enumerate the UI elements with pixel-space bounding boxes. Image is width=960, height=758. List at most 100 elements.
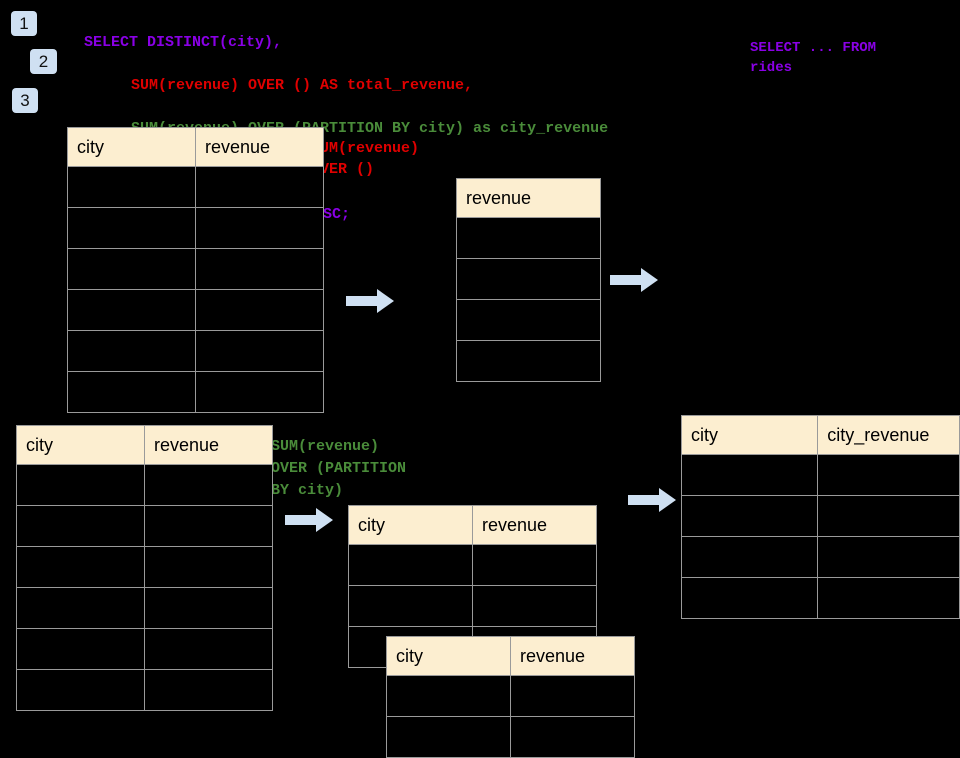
column-header-revenue: revenue (195, 127, 324, 167)
table-cell (67, 207, 196, 249)
table-cell (456, 258, 601, 300)
table-row (16, 669, 273, 711)
table-total-revenue: revenue (456, 178, 601, 382)
column-header-city: city (67, 127, 196, 167)
table-cell (195, 330, 324, 372)
annotation-sum-over-empty: SUM(revenue) OVER () (311, 140, 420, 178)
table-row (348, 585, 597, 627)
table-cell (348, 544, 473, 586)
table-row (386, 675, 635, 717)
table-row (348, 544, 597, 586)
table-cell (16, 628, 145, 670)
table-cell (195, 248, 324, 290)
table-cell (67, 248, 196, 290)
column-header-revenue: revenue (510, 636, 635, 676)
arrow-source-to-partitions (285, 508, 333, 532)
table-cell (456, 299, 601, 341)
table-cell (16, 587, 145, 629)
arrow-partitions-to-result (628, 488, 676, 512)
table-row (680, 577, 960, 619)
table-cell (195, 166, 324, 208)
column-header-city: city (348, 505, 473, 545)
table-cell (16, 505, 145, 547)
annotation-select-from-rides: SELECT ... FROM rides (750, 40, 877, 76)
table-cell (67, 166, 196, 208)
table-row (67, 207, 324, 249)
table-row (67, 166, 324, 208)
arrow-rides-to-total-revenue (346, 289, 394, 313)
table-row (456, 340, 601, 382)
table-cell (817, 577, 960, 619)
table-cell (386, 675, 511, 717)
table-row (67, 248, 324, 290)
table-cell (680, 577, 819, 619)
table-cell (144, 669, 273, 711)
table-cell (817, 536, 960, 578)
table-row (386, 716, 635, 758)
table-cell (195, 289, 324, 331)
table-row (680, 495, 960, 537)
sql-line-1: SELECT DISTINCT(city), (84, 33, 283, 51)
table-cell (67, 289, 196, 331)
table-cell (16, 546, 145, 588)
table-row (16, 587, 273, 629)
table-cell (16, 669, 145, 711)
table-cell (67, 371, 196, 413)
table-cell (510, 675, 635, 717)
table-cell (817, 495, 960, 537)
sql-line-2: SUM(revenue) OVER () AS total_revenue, (131, 76, 474, 94)
table-row (67, 371, 324, 413)
table-cell (386, 716, 511, 758)
column-header-city: city (680, 415, 819, 455)
annotation-sum-over-partition: SUM(revenue) OVER (PARTITION BY city) (271, 438, 407, 499)
table-cell (144, 628, 273, 670)
table-cell (144, 505, 273, 547)
table-cell (144, 587, 273, 629)
table-row (67, 330, 324, 372)
table-cell (195, 371, 324, 413)
table-cell (144, 546, 273, 588)
table-row (680, 536, 960, 578)
table-cell (680, 495, 819, 537)
table-cell (472, 585, 597, 627)
table-cell (16, 464, 145, 506)
table-row (680, 454, 960, 496)
table-row (16, 546, 273, 588)
table-cell (456, 217, 601, 259)
table-cell (510, 716, 635, 758)
step-badge-1[interactable]: 1 (11, 11, 37, 36)
table-row (16, 505, 273, 547)
table-cell (680, 536, 819, 578)
column-header-revenue: revenue (472, 505, 597, 545)
table-cell (195, 207, 324, 249)
arrow-total-revenue-to-result (610, 268, 658, 292)
table-cell (144, 464, 273, 506)
table-row (16, 464, 273, 506)
table-cell (680, 454, 819, 496)
table-header-row: revenue (456, 178, 601, 218)
table-row (456, 217, 601, 259)
table-row (16, 628, 273, 670)
table-row (67, 289, 324, 331)
table-row (456, 258, 601, 300)
column-header-city: city (16, 425, 145, 465)
step-badge-3[interactable]: 3 (12, 88, 38, 113)
table-cell (456, 340, 601, 382)
step-badge-2[interactable]: 2 (30, 49, 57, 74)
table-row (456, 299, 601, 341)
table-cell (817, 454, 960, 496)
diagram-canvas: SELECT DISTINCT(city), SUM(revenue) OVER… (11, 11, 960, 758)
column-header-revenue: revenue (144, 425, 273, 465)
table-cell (472, 544, 597, 586)
column-header-city_revenue: city_revenue (817, 415, 960, 455)
